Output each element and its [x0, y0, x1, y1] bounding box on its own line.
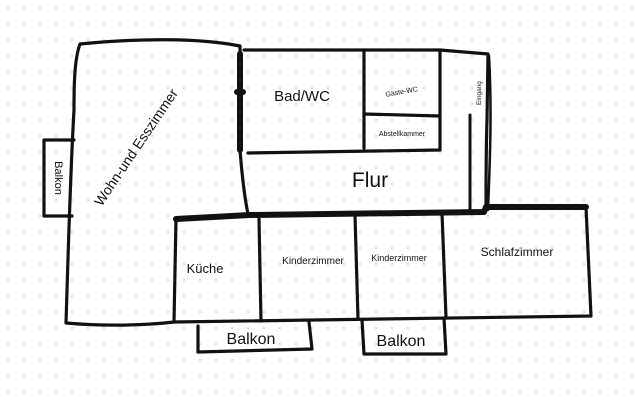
left-balcony-outline — [42, 138, 76, 218]
bottom-left-balcony-outline — [196, 320, 314, 354]
living-room-walls — [64, 38, 250, 327]
label-bottom-left-balcony: Balkon — [227, 331, 276, 348]
wc-storage-divider — [362, 112, 442, 118]
label-storage: Abstellkammer — [379, 131, 426, 138]
label-kids-room-2: Kinderzimmer — [371, 253, 427, 263]
label-bottom-right-balcony: Balkon — [377, 333, 426, 350]
label-entrance: Eingang — [476, 81, 483, 105]
hall-bottom-wall — [173, 204, 589, 222]
label-bedroom: Schlafzimmer — [481, 245, 554, 259]
label-left-balcony: Balkon — [52, 161, 64, 195]
label-guest-wc: Gäste-WC — [385, 86, 418, 99]
label-kitchen: Küche — [187, 261, 224, 276]
lower-rooms-walls — [172, 205, 593, 324]
hall-walls — [438, 48, 490, 212]
label-bath: Bad/WC — [274, 88, 330, 105]
kitchen-wall — [257, 217, 263, 323]
kids-rooms-divider — [353, 213, 360, 321]
hall-right-wall — [486, 54, 492, 212]
bedroom-wall — [440, 211, 448, 319]
living-bath-wall — [234, 51, 246, 153]
label-hall: Flur — [352, 169, 388, 192]
bath-walls — [242, 48, 442, 155]
label-kids-room-1: Kinderzimmer — [282, 256, 344, 267]
bottom-right-balcony-outline — [360, 316, 448, 356]
label-living-room: Wohn-und Esszimmer — [91, 85, 181, 208]
